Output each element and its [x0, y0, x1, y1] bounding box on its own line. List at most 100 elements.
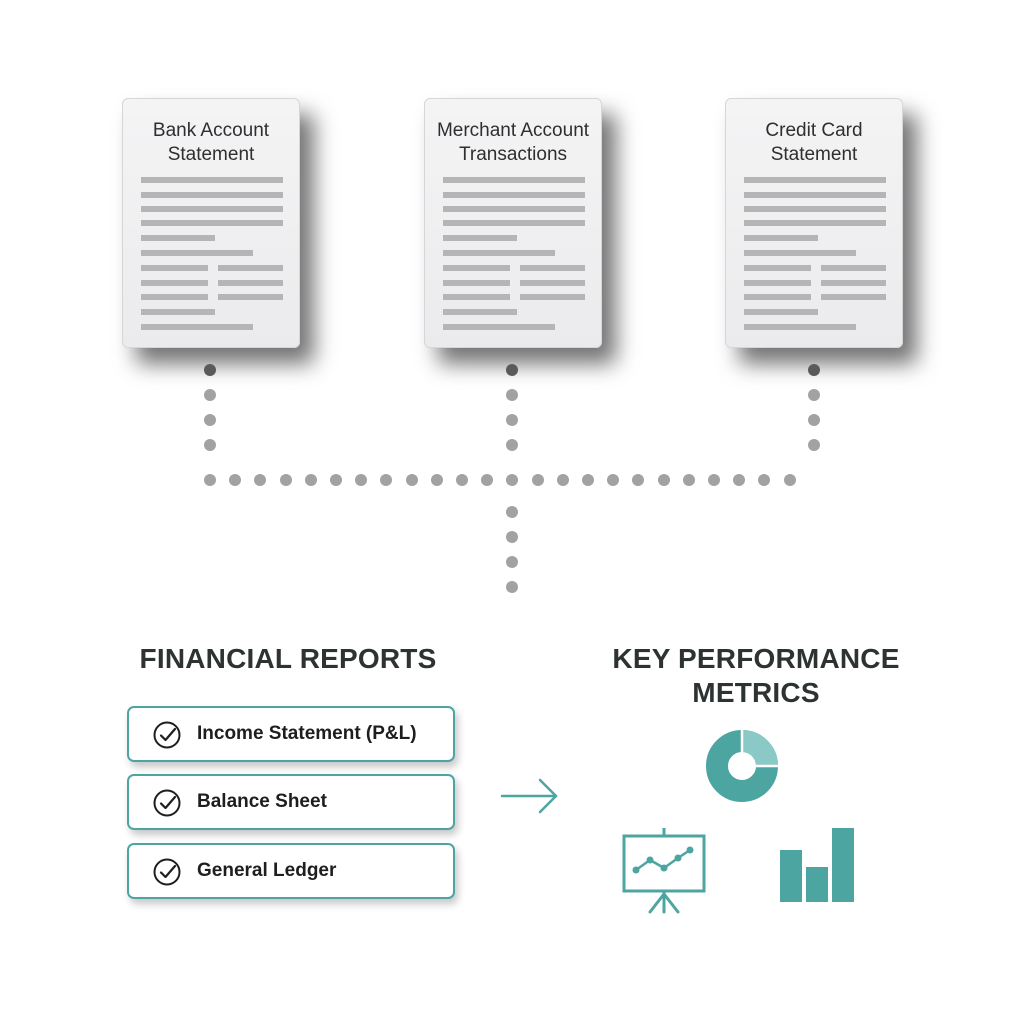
text-line [443, 309, 517, 315]
report-item-label: Income Statement (P&L) [197, 723, 417, 744]
text-line [821, 294, 886, 300]
connector-dot [204, 474, 216, 486]
text-line [744, 192, 886, 198]
connector-dot [254, 474, 266, 486]
text-line [141, 250, 253, 256]
connector-dot [305, 474, 317, 486]
connector-dot [683, 474, 695, 486]
text-line [141, 324, 253, 330]
text-line [821, 265, 886, 271]
kpi-heading-line-1: KEY PERFORMANCE [612, 643, 900, 674]
document-title-line-1: Merchant Account [436, 120, 590, 141]
text-line [520, 265, 585, 271]
connector-dot [708, 474, 720, 486]
connector-dot [506, 474, 518, 486]
connector-dot [808, 389, 820, 401]
connector-dot [808, 364, 820, 376]
kpi-heading-line-2: METRICS [692, 677, 820, 708]
connector-dot [658, 474, 670, 486]
text-line [141, 294, 208, 300]
connector-dot [456, 474, 468, 486]
connector-dot [406, 474, 418, 486]
document-title: Merchant Account Transactions [425, 119, 601, 167]
connector-dot [506, 531, 518, 543]
text-line [744, 294, 811, 300]
text-line [141, 309, 215, 315]
text-line [443, 177, 585, 183]
connector-dot [607, 474, 619, 486]
document-title-line-2: Statement [167, 144, 255, 165]
connector-dot [506, 439, 518, 451]
text-line [744, 206, 886, 212]
bank-account-statement-document: Bank Account Statement [122, 98, 300, 348]
text-line [744, 280, 811, 286]
text-line [141, 235, 215, 241]
check-circle-icon [153, 721, 181, 749]
text-line [744, 235, 818, 241]
text-line [141, 206, 283, 212]
check-circle-icon [153, 858, 181, 886]
connector-dot [758, 474, 770, 486]
text-line [443, 280, 510, 286]
text-line [443, 265, 510, 271]
presentation-board-icon [622, 828, 706, 914]
connector-dot [204, 364, 216, 376]
document-title-line-2: Transactions [458, 144, 568, 165]
connector-dot [582, 474, 594, 486]
report-item-general-ledger[interactable]: General Ledger [127, 843, 455, 899]
report-item-label: General Ledger [197, 860, 337, 881]
text-line [443, 324, 555, 330]
document-title-line-1: Credit Card [765, 120, 863, 141]
connector-dot [204, 414, 216, 426]
text-line [520, 280, 585, 286]
text-line [821, 280, 886, 286]
donut-chart-icon [706, 730, 778, 802]
report-item-income-statement[interactable]: Income Statement (P&L) [127, 706, 455, 762]
bar-chart-icon [780, 828, 854, 902]
connector-dot [330, 474, 342, 486]
connector-dot [355, 474, 367, 486]
connector-dot [784, 474, 796, 486]
text-line [744, 324, 856, 330]
connector-dot [557, 474, 569, 486]
text-line [744, 220, 886, 226]
connector-dot [506, 389, 518, 401]
text-line [218, 280, 283, 286]
arrow-right-icon [500, 778, 558, 814]
connector-dot [733, 474, 745, 486]
connector-dot [229, 474, 241, 486]
kpi-heading: KEY PERFORMANCE METRICS [586, 642, 926, 710]
connector-dot [204, 389, 216, 401]
text-line [218, 265, 283, 271]
connector-dot [431, 474, 443, 486]
connector-dot [506, 581, 518, 593]
connector-dot [506, 506, 518, 518]
document-title: Credit Card Statement [726, 119, 902, 167]
connector-dot [506, 556, 518, 568]
text-line [443, 250, 555, 256]
connector-dot [808, 414, 820, 426]
text-line [443, 220, 585, 226]
text-line [744, 265, 811, 271]
financial-reports-heading: FINANCIAL REPORTS [139, 643, 437, 674]
connector-dot [280, 474, 292, 486]
connector-dot [506, 364, 518, 376]
report-item-balance-sheet[interactable]: Balance Sheet [127, 774, 455, 830]
document-title-line-2: Statement [770, 144, 858, 165]
text-line [141, 280, 208, 286]
document-title-line-1: Bank Account [152, 120, 270, 141]
text-line [443, 206, 585, 212]
text-line [141, 220, 283, 226]
connector-dot [380, 474, 392, 486]
text-line [520, 294, 585, 300]
text-line [744, 250, 856, 256]
connector-dot [204, 439, 216, 451]
text-line [443, 235, 517, 241]
text-line [744, 309, 818, 315]
text-line [141, 265, 208, 271]
text-line [218, 294, 283, 300]
text-line [443, 294, 510, 300]
connector-dot [632, 474, 644, 486]
text-line [443, 192, 585, 198]
connector-dot [481, 474, 493, 486]
